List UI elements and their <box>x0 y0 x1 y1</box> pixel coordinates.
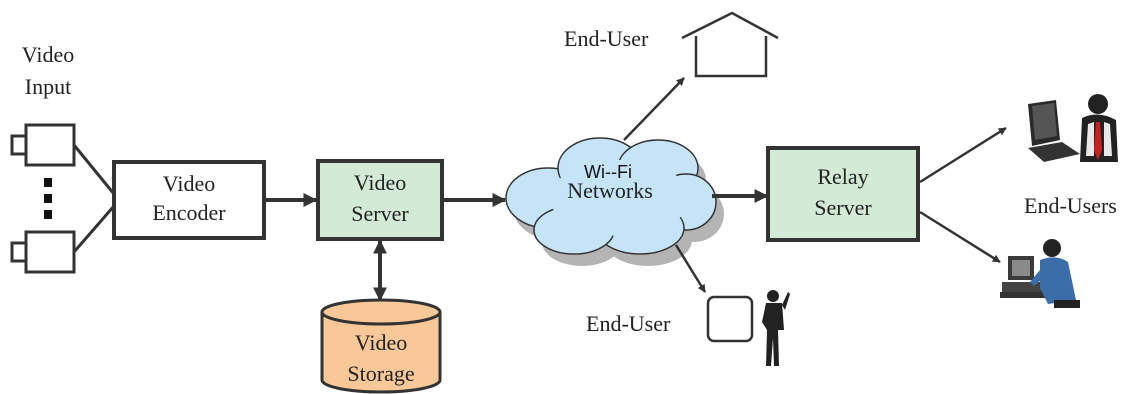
connector-line <box>72 205 116 253</box>
arrow-network-to-mobile-user <box>674 244 707 293</box>
network-label-line2: Networks <box>567 178 653 203</box>
video-storage-cylinder: Video Storage <box>320 298 442 394</box>
video-encoder-label-line2: Encoder <box>152 200 226 225</box>
end-user-bottom-label: End-User <box>586 311 671 336</box>
video-storage-label-line2: Storage <box>347 361 414 386</box>
person-icon <box>762 290 790 366</box>
video-server-box: Video Server <box>316 159 444 241</box>
relay-server-label-line2: Server <box>814 195 872 220</box>
video-encoder-box: Video Encoder <box>112 160 266 240</box>
camera-icon <box>10 123 76 167</box>
end-users-label: End-Users <box>1024 193 1117 218</box>
video-input-label-line1: Video <box>22 42 74 67</box>
network-label-line1: Wi--Fi <box>584 162 632 182</box>
desktop-computer-icon <box>1000 256 1056 298</box>
person-icon <box>1030 239 1080 308</box>
relay-server-label-line1: Relay <box>817 164 868 189</box>
arrow-network-to-home-user <box>623 77 685 141</box>
camera-icon <box>10 230 76 274</box>
relay-server-box: Relay Server <box>766 146 920 242</box>
wifi-network-cloud: Wi--Fi Networks <box>505 137 724 266</box>
video-input-label-line2: Input <box>25 74 71 99</box>
arrow-relay-to-laptop-user <box>919 126 1007 184</box>
tablet-icon <box>706 295 754 343</box>
video-storage-label-line1: Video <box>355 330 407 355</box>
video-server-label-line1: Video <box>354 170 406 195</box>
laptop-icon <box>1028 100 1080 162</box>
end-user-top-label: End-User <box>564 26 649 51</box>
connector-line <box>72 144 116 195</box>
arrow-relay-to-desktop-user <box>919 210 1001 264</box>
person-icon <box>1080 94 1118 162</box>
house-icon <box>681 11 779 78</box>
video-encoder-label-line1: Video <box>163 171 215 196</box>
ellipsis-dots <box>44 178 52 219</box>
video-server-label-line2: Server <box>351 201 409 226</box>
